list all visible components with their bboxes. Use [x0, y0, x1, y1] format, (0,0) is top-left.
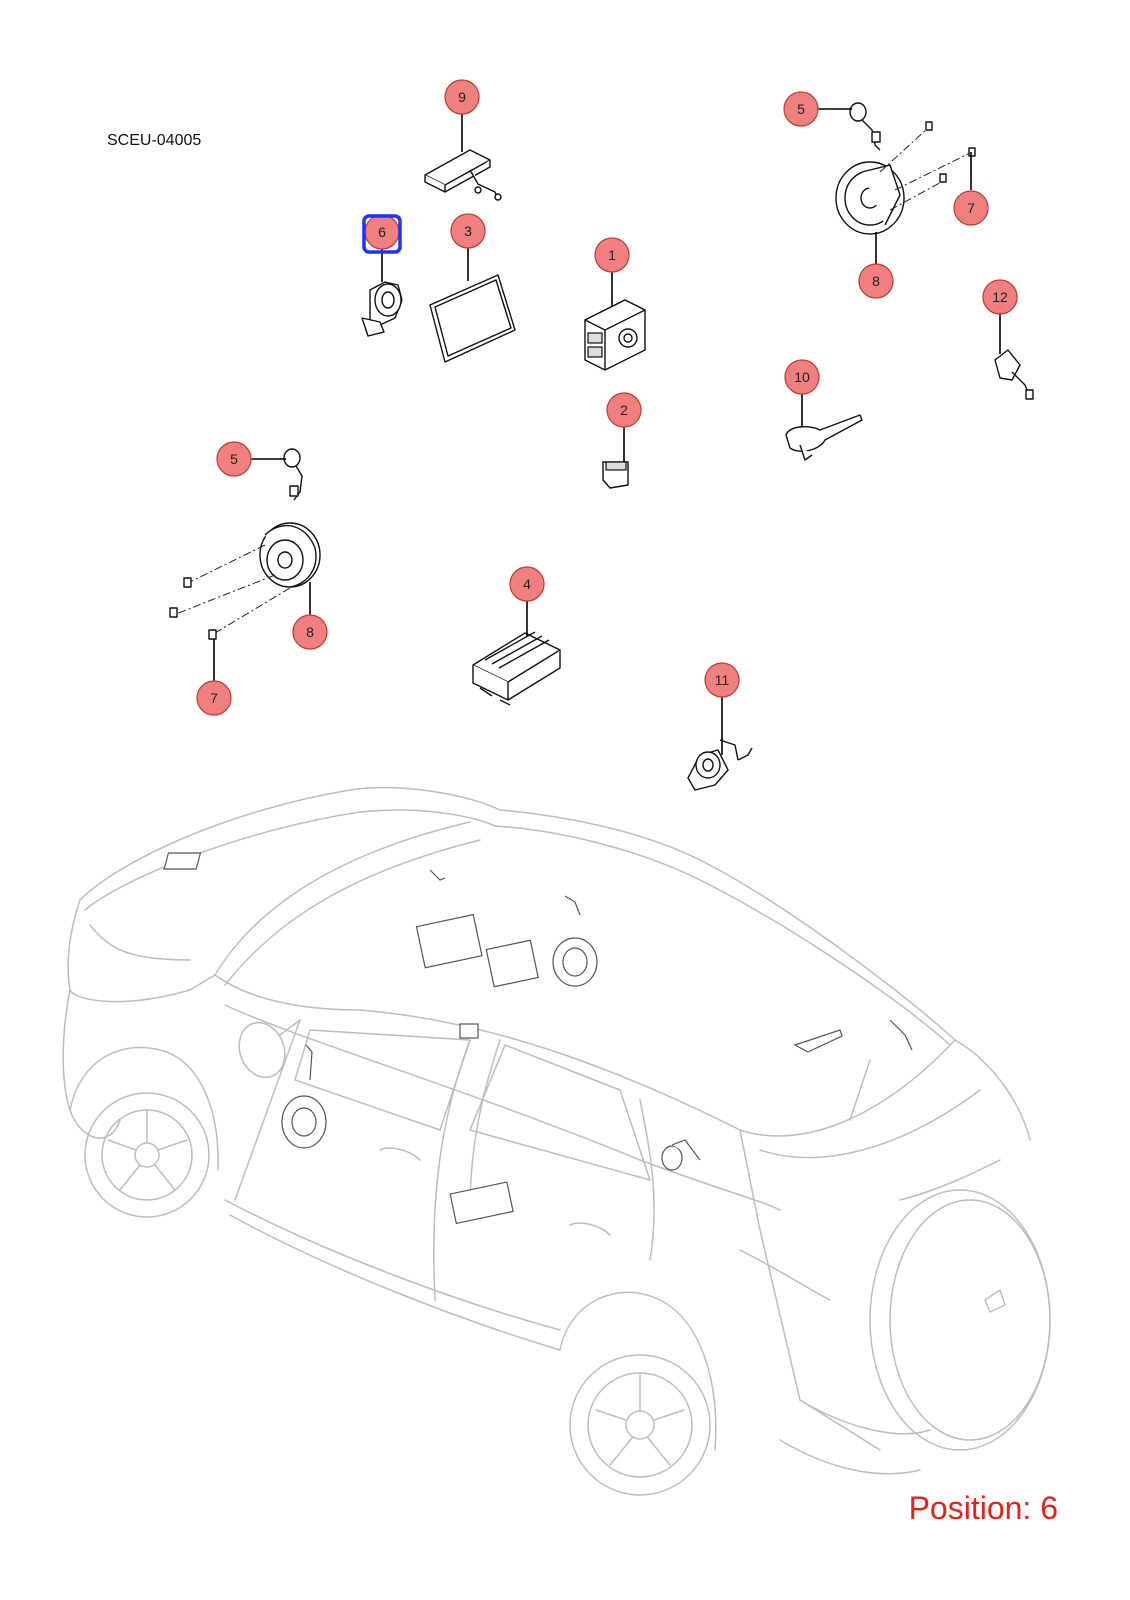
- svg-text:8: 8: [306, 624, 314, 640]
- installed-door-tweeter: [305, 1044, 313, 1081]
- svg-text:2: 2: [620, 402, 628, 418]
- svg-text:6: 6: [378, 224, 386, 240]
- part-4-amplifier: [472, 631, 561, 706]
- position-indicator: Position: 6: [908, 1490, 1058, 1526]
- part-8-speaker-left: [169, 522, 321, 640]
- svg-text:12: 12: [992, 289, 1008, 305]
- callout-4[interactable]: 4: [509, 566, 545, 602]
- installed-tweeter: [564, 895, 581, 916]
- part-8-speaker-right: [835, 121, 976, 235]
- callout-11[interactable]: 11: [704, 662, 740, 698]
- installed-rear-speaker: [661, 1145, 683, 1171]
- callout-8-left[interactable]: 8: [292, 614, 328, 650]
- svg-text:1: 1: [608, 247, 616, 263]
- part-11-rear-speaker: [687, 739, 753, 791]
- part-2-switch: [602, 461, 629, 489]
- svg-text:8: 8: [872, 273, 880, 289]
- callout-1[interactable]: 1: [594, 237, 630, 273]
- installed-switch: [459, 1023, 479, 1039]
- installed-antenna-module: [163, 852, 202, 870]
- callout-5-left[interactable]: 5: [216, 441, 252, 477]
- callout-7-left[interactable]: 7: [196, 680, 232, 716]
- svg-text:4: 4: [523, 576, 531, 592]
- selected-callout-highlight: [362, 214, 402, 254]
- callout-9[interactable]: 9: [444, 79, 480, 115]
- leader-lines: [213, 108, 1001, 755]
- part-5-tweeter-right: [849, 102, 881, 151]
- callout-10[interactable]: 10: [784, 359, 820, 395]
- svg-text:9: 9: [458, 89, 466, 105]
- part-5-tweeter-left: [283, 448, 303, 501]
- part-12-sensor: [994, 349, 1034, 400]
- installed-head-unit: [485, 939, 539, 988]
- callout-5-right[interactable]: 5: [783, 91, 819, 127]
- callout-7-right[interactable]: 7: [953, 190, 989, 226]
- svg-text:3: 3: [464, 223, 472, 239]
- installed-amplifier: [449, 1181, 514, 1225]
- svg-text:7: 7: [210, 690, 218, 706]
- svg-text:5: 5: [797, 101, 805, 117]
- vehicle-installed-parts: [163, 852, 913, 1225]
- part-6-tweeter: [361, 281, 403, 337]
- callout-8-right[interactable]: 8: [858, 263, 894, 299]
- svg-text:5: 5: [230, 451, 238, 467]
- installed-rear-sensor: [889, 1019, 913, 1051]
- callout-6[interactable]: 6: [362, 214, 402, 254]
- part-10-roof-antenna: [785, 414, 863, 461]
- svg-text:7: 7: [967, 200, 975, 216]
- vehicle-outline: [62, 786, 1051, 1496]
- part-1-head-unit: [584, 299, 646, 371]
- callouts: 9 6 3 1 2 4: [196, 79, 1018, 716]
- part-9-antenna-module: [424, 149, 502, 201]
- callout-12[interactable]: 12: [982, 279, 1018, 315]
- callout-3[interactable]: 3: [450, 213, 486, 249]
- installed-antenna-cable: [429, 869, 446, 881]
- installed-display: [415, 913, 483, 969]
- diagram-code: SCEU-04005: [107, 132, 202, 149]
- part-3-display: [429, 274, 516, 363]
- svg-text:10: 10: [794, 369, 810, 385]
- callout-2[interactable]: 2: [606, 392, 642, 428]
- svg-text:11: 11: [715, 672, 730, 688]
- installed-roof-antenna: [793, 1029, 843, 1053]
